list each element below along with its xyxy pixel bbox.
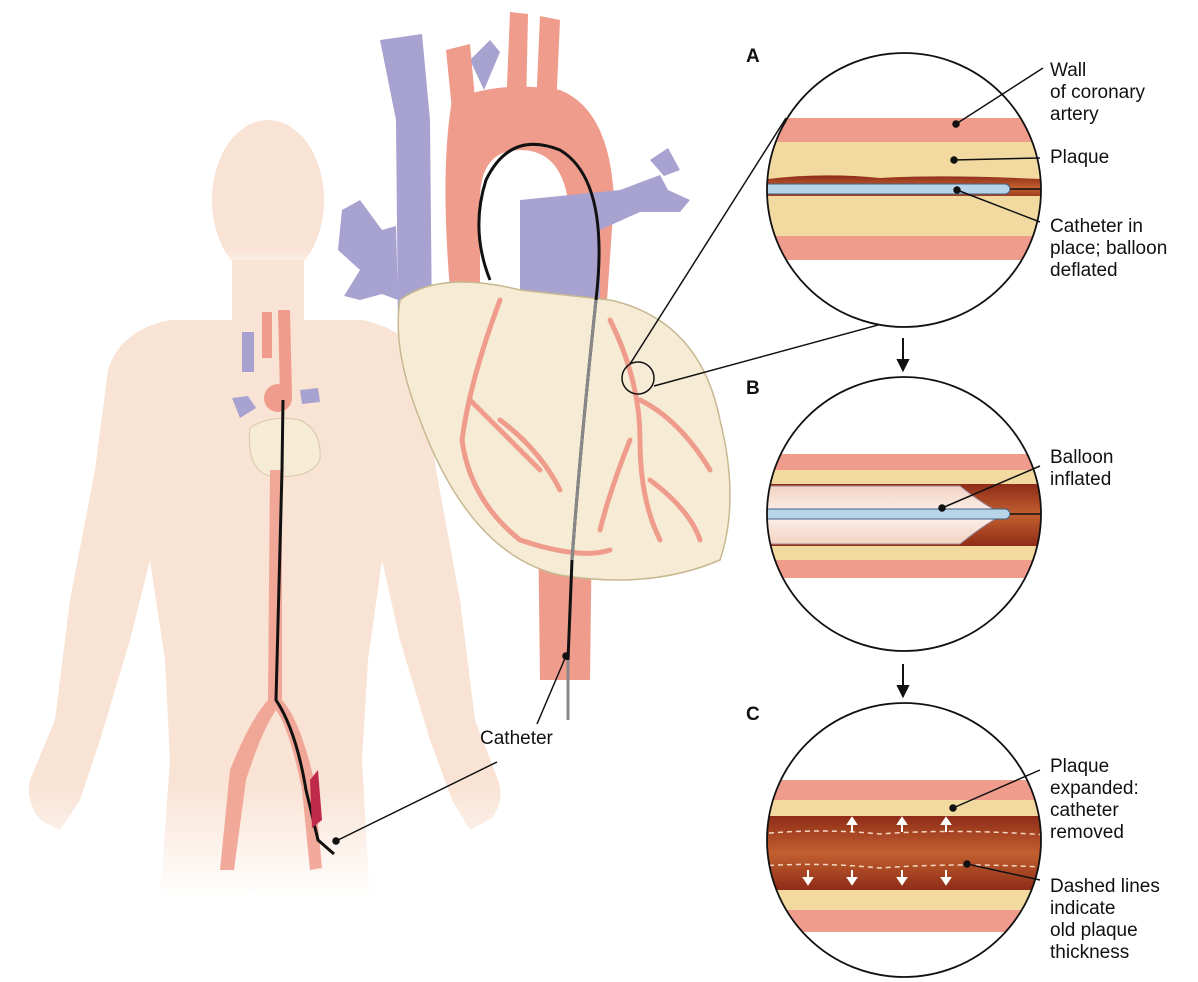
panel-b-artery bbox=[760, 370, 1060, 660]
panel-letter-a: A bbox=[746, 46, 760, 68]
panel-a-artery bbox=[760, 50, 1060, 330]
panel-c-artery bbox=[760, 700, 1060, 982]
panel-letter-b: B bbox=[746, 378, 760, 400]
panel-letter-c: C bbox=[746, 704, 760, 726]
label-catheter: Catheter bbox=[480, 728, 553, 750]
label-plaque-expanded: Plaque expanded: catheter removed bbox=[1050, 756, 1139, 844]
label-balloon-inflated: Balloon inflated bbox=[1050, 447, 1113, 491]
label-wall-of-coronary-artery: Wall of coronary artery bbox=[1050, 60, 1145, 126]
label-dashed-lines: Dashed lines indicate old plaque thickne… bbox=[1050, 876, 1160, 964]
label-catheter-in-place: Catheter in place; balloon deflated bbox=[1050, 216, 1167, 282]
label-plaque: Plaque bbox=[1050, 147, 1109, 169]
